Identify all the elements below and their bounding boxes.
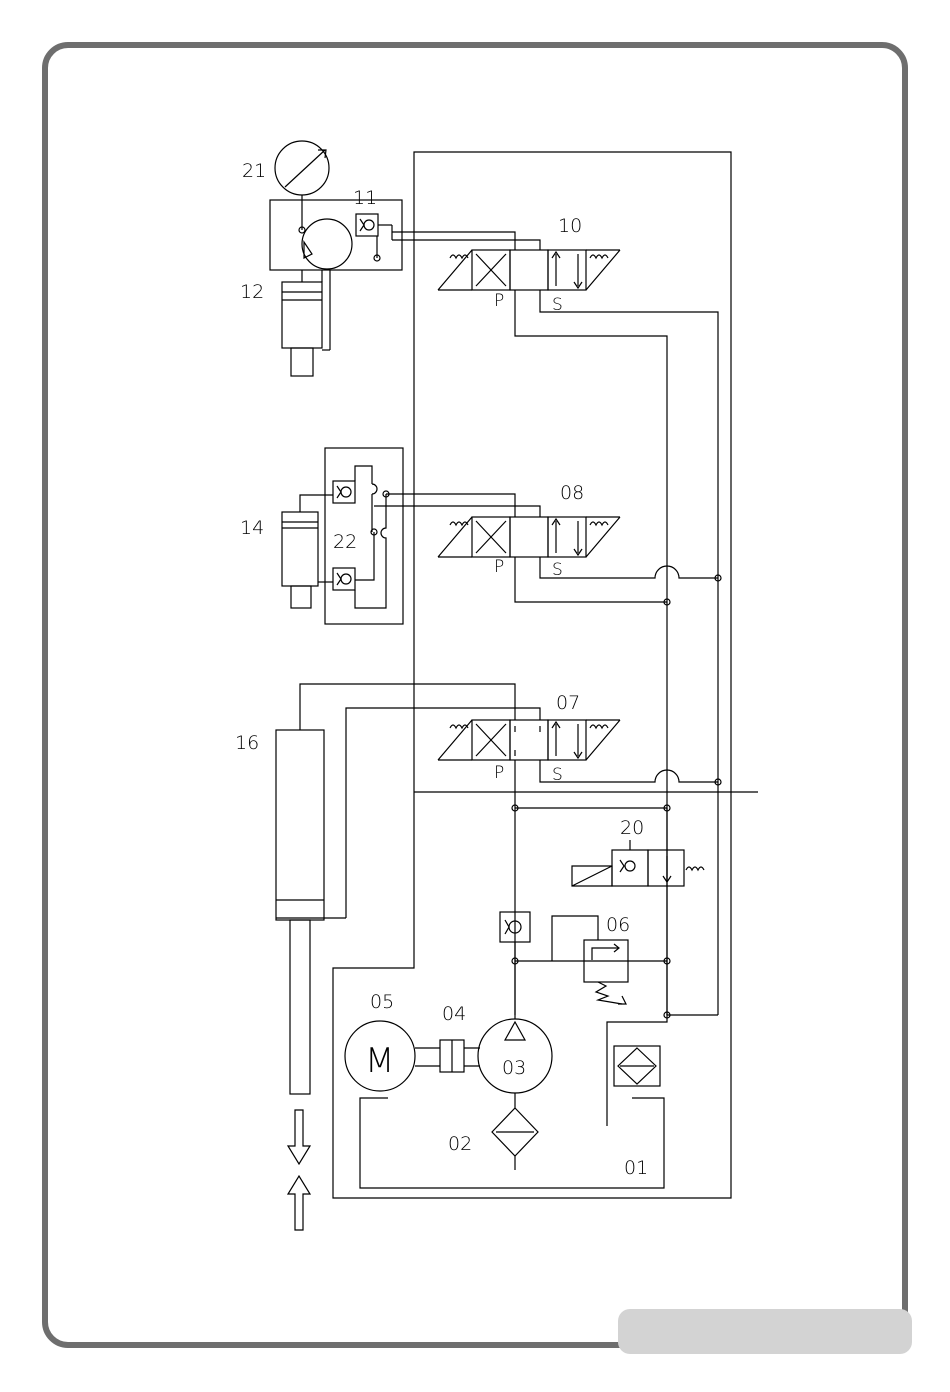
label-21: 21 <box>242 160 266 182</box>
cylinder-16: 16 <box>235 730 346 1094</box>
cylinder-14: 14 <box>240 495 333 608</box>
tank-01: 02 01 <box>360 1015 718 1188</box>
pump-03: 03 <box>478 942 552 1093</box>
coupling-04: 04 <box>415 1003 480 1072</box>
pressure-gauge: 21 <box>242 141 329 230</box>
port-p-08: P <box>494 557 504 577</box>
directional-valve-07: 07 P S <box>438 692 620 785</box>
directional-valve-10: 10 P S <box>438 215 620 315</box>
circuit-enclosure <box>333 152 758 1198</box>
label-02: 02 <box>448 1133 472 1155</box>
label-12: 12 <box>240 281 264 303</box>
rotary-actuator-block: 11 <box>270 187 402 270</box>
label-10: 10 <box>558 215 582 237</box>
label-20: 20 <box>620 817 644 839</box>
label-16: 16 <box>235 732 259 754</box>
solenoid-valve-20: 20 <box>572 817 704 886</box>
check-valve-11 <box>356 214 378 236</box>
motion-arrows <box>288 1110 310 1230</box>
label-03: 03 <box>502 1057 526 1079</box>
directional-valve-08: 08 P S <box>438 482 620 580</box>
motor-05: M 05 <box>345 991 415 1091</box>
port-p-10: P <box>494 291 504 311</box>
label-04: 04 <box>442 1003 466 1025</box>
relief-valve-06: 06 <box>515 914 667 1004</box>
motor-symbol: M <box>365 1041 394 1081</box>
label-22: 22 <box>333 531 357 553</box>
cylinder-12: 12 <box>240 270 330 376</box>
label-07: 07 <box>556 692 580 714</box>
port-p-07: P <box>494 763 504 783</box>
label-05: 05 <box>370 991 394 1013</box>
label-08: 08 <box>560 482 584 504</box>
port-s-08: S <box>552 560 563 580</box>
double-check-block-22: 22 <box>325 448 403 624</box>
label-06: 06 <box>606 914 630 936</box>
label-01: 01 <box>624 1157 648 1179</box>
label-11: 11 <box>353 187 377 209</box>
junction-dots <box>512 575 721 1018</box>
label-14: 14 <box>240 517 264 539</box>
